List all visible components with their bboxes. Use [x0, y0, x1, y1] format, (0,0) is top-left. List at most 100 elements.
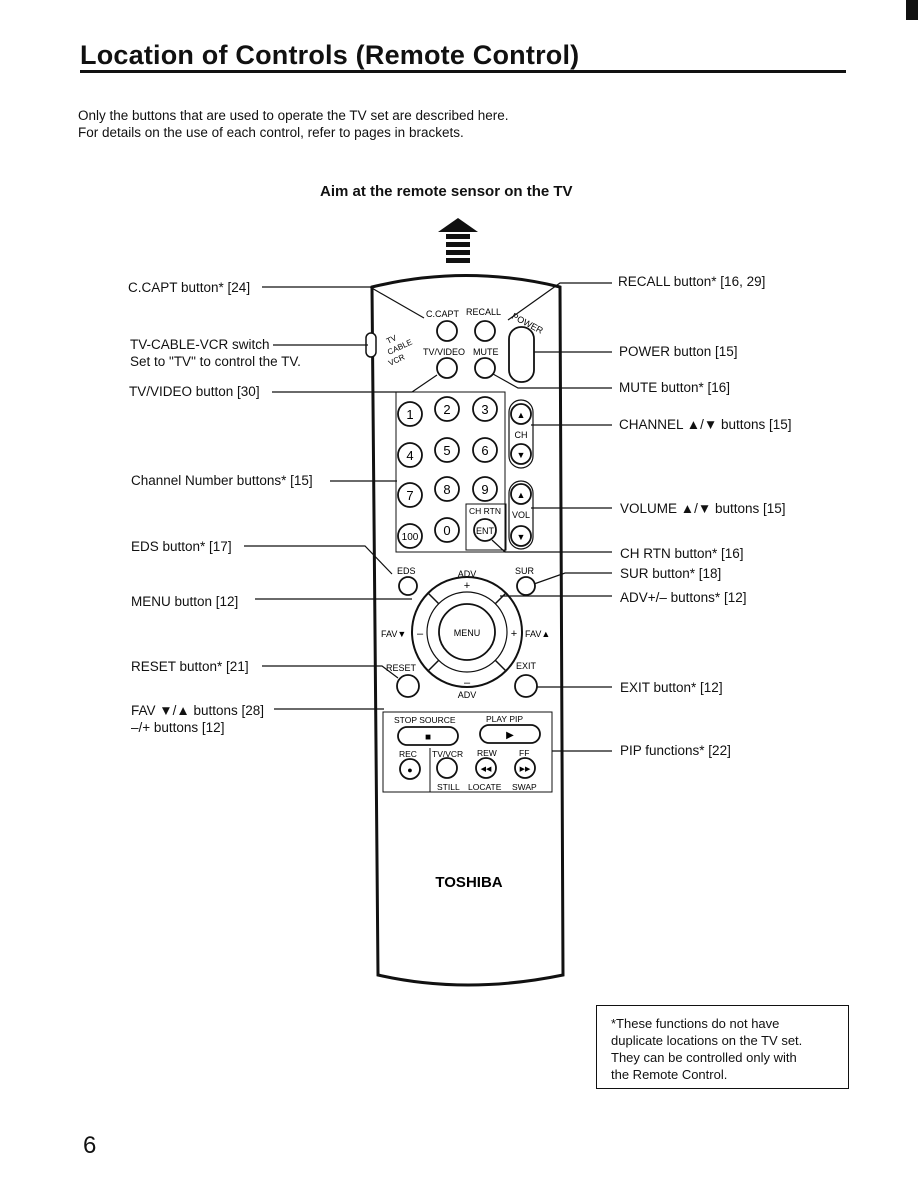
- key-1[interactable]: 1: [397, 401, 423, 427]
- ent-button[interactable]: ENT: [473, 518, 497, 542]
- footnote-line-1: *These functions do not have: [611, 1016, 780, 1031]
- adv-minus-button[interactable]: –: [464, 677, 471, 689]
- mute-key-label: MUTE: [473, 347, 499, 357]
- label-sur: SUR button* [18]: [620, 566, 722, 581]
- key-2[interactable]: 2: [434, 396, 460, 422]
- stop-source-button[interactable]: ■: [397, 726, 459, 746]
- label-ccapt: C.CAPT button* [24]: [128, 280, 251, 295]
- play-pip-key-label: PLAY PIP: [486, 714, 523, 724]
- label-menu: MENU button [12]: [131, 594, 239, 609]
- stop-source-key-label: STOP SOURCE: [394, 715, 456, 725]
- reset-key-label: RESET: [386, 663, 417, 673]
- key-0[interactable]: 0: [434, 517, 460, 543]
- vol-key-label: VOL: [512, 510, 530, 520]
- channel-down-button[interactable]: ▼: [510, 443, 532, 465]
- adv-bottom-label: ADV: [458, 690, 477, 700]
- key-4[interactable]: 4: [397, 442, 423, 468]
- sur-button[interactable]: [516, 576, 536, 596]
- label-fav: FAV ▼/▲ buttons [28]: [131, 703, 265, 718]
- footnote-line-3: They can be controlled only with: [611, 1050, 797, 1065]
- ccapt-button[interactable]: [436, 320, 458, 342]
- rewind-icon: ◀◀: [481, 766, 492, 773]
- key-3[interactable]: 3: [472, 396, 498, 422]
- key-6[interactable]: 6: [472, 437, 498, 463]
- label-pip: PIP functions* [22]: [620, 743, 731, 758]
- reset-button[interactable]: [396, 674, 420, 698]
- fav-plus-button[interactable]: +: [511, 628, 517, 640]
- recall-button[interactable]: [474, 320, 496, 342]
- footnote-line-2: duplicate locations on the TV set.: [611, 1033, 803, 1048]
- footnote-box: *These functions do not have duplicate l…: [596, 1005, 849, 1089]
- ent-key-label: ENT: [476, 526, 495, 536]
- menu-button[interactable]: MENU: [438, 603, 496, 661]
- key-4-label: 4: [406, 448, 413, 463]
- signal-arrow-icon: [438, 218, 478, 263]
- ccapt-key-label: C.CAPT: [426, 309, 460, 319]
- volume-down-icon: ▼: [517, 532, 526, 542]
- fav-minus-button[interactable]: –: [417, 628, 424, 640]
- navigation-inner-ring: [426, 591, 508, 673]
- key-5[interactable]: 5: [434, 437, 460, 463]
- volume-down-button[interactable]: ▼: [510, 525, 532, 547]
- sur-key-label: SUR: [515, 566, 535, 576]
- label-reset: RESET button* [21]: [131, 659, 249, 674]
- label-volume: VOLUME ▲/▼ buttons [15]: [620, 501, 786, 516]
- rec-button[interactable]: ●: [399, 758, 421, 780]
- mute-button[interactable]: [474, 357, 496, 379]
- chrtn-key-label: CH RTN: [469, 506, 501, 516]
- fav-up-key-label: FAV▲: [525, 629, 550, 639]
- ff-swap-button[interactable]: ▶▶: [514, 757, 536, 779]
- key-7-label: 7: [406, 488, 413, 503]
- record-icon: ●: [407, 765, 412, 775]
- key-8[interactable]: 8: [434, 476, 460, 502]
- tvvcr-still-button[interactable]: [436, 757, 458, 779]
- label-chrtn: CH RTN button* [16]: [620, 546, 744, 561]
- label-power: POWER button [15]: [619, 344, 738, 359]
- title-rule: [80, 70, 846, 73]
- label-switch: TV-CABLE-VCR switch: [130, 337, 270, 352]
- number-pad-panel: [395, 391, 506, 553]
- intro-line-2: For details on the use of each control, …: [78, 125, 464, 140]
- key-9-label: 9: [481, 482, 488, 497]
- brand-logo: TOSHIBA: [435, 874, 502, 891]
- key-1-label: 1: [406, 407, 413, 422]
- channel-up-button[interactable]: ▲: [510, 403, 532, 425]
- channel-up-icon: ▲: [517, 410, 526, 420]
- pip-panel: [382, 711, 553, 793]
- key-2-label: 2: [443, 402, 450, 417]
- intro-line-1: Only the buttons that are used to operat…: [78, 108, 509, 123]
- ch-key-label: CH: [515, 430, 528, 440]
- rew-key-label: REW: [477, 748, 497, 758]
- tvvcr-key-label: TV/VCR: [432, 749, 463, 759]
- key-8-label: 8: [443, 482, 450, 497]
- adv-plus-button[interactable]: +: [464, 580, 470, 592]
- label-adv: ADV+/– buttons* [12]: [620, 590, 747, 605]
- label-minus-plus: –/+ buttons [12]: [131, 720, 225, 735]
- still-key-label: STILL: [437, 782, 460, 792]
- label-mute: MUTE button* [16]: [619, 380, 731, 395]
- swap-key-label: SWAP: [512, 782, 537, 792]
- tvvideo-button[interactable]: [436, 357, 458, 379]
- switch-tv-label: TV: [385, 333, 399, 346]
- key-5-label: 5: [443, 443, 450, 458]
- volume-up-button[interactable]: ▲: [510, 483, 532, 505]
- power-button[interactable]: [508, 326, 535, 383]
- key-100[interactable]: 100: [397, 523, 423, 549]
- exit-button[interactable]: [514, 674, 538, 698]
- label-channel-number: Channel Number buttons* [15]: [131, 473, 313, 488]
- play-icon: ▶: [506, 730, 514, 741]
- rec-key-label: REC: [399, 749, 417, 759]
- eds-button[interactable]: [398, 576, 418, 596]
- label-eds: EDS button* [17]: [131, 539, 232, 554]
- channel-down-icon: ▼: [517, 450, 526, 460]
- rew-locate-button[interactable]: ◀◀: [475, 757, 497, 779]
- play-pip-button[interactable]: ▶: [479, 724, 541, 744]
- locate-key-label: LOCATE: [468, 782, 502, 792]
- key-9[interactable]: 9: [472, 476, 498, 502]
- eds-key-label: EDS: [397, 566, 416, 576]
- key-7[interactable]: 7: [397, 482, 423, 508]
- label-exit: EXIT button* [12]: [620, 680, 723, 695]
- key-0-label: 0: [443, 523, 450, 538]
- label-tvvideo: TV/VIDEO button [30]: [129, 384, 260, 399]
